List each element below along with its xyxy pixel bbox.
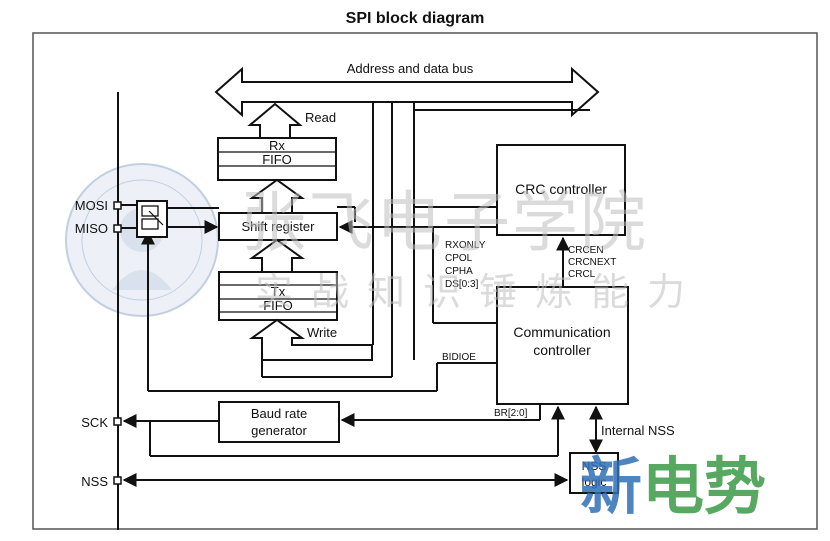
internal-nss-label: Internal NSS [601, 423, 675, 438]
address-data-bus-arrow [214, 66, 600, 118]
read-label: Read [305, 110, 336, 125]
watermark-brand: 新电势 [580, 450, 766, 523]
nss-logic-label-line1: NSS [582, 459, 607, 473]
bus-label: Address and data bus [347, 61, 474, 76]
tx-fifo-label-line2: FIFO [263, 298, 293, 313]
diagram-frame [32, 32, 818, 530]
tx-to-shift-arrow [248, 238, 306, 273]
nss-logic-label-line2: logic [582, 475, 607, 489]
communication-controller-block: Communication controller [496, 286, 629, 405]
read-arrow [247, 102, 303, 139]
watermark-seal [65, 163, 219, 317]
ds-label: DS[0:3] [445, 279, 479, 290]
write-label: Write [307, 325, 337, 340]
shift-to-rx-arrow [248, 178, 306, 214]
nss-pin[interactable] [113, 476, 122, 485]
crc-controller-label: CRC controller [515, 181, 607, 197]
tx-fifo-label-line1: Tx [271, 284, 286, 299]
mosi-pin[interactable] [113, 201, 122, 210]
br-label: BR[2:0] [494, 408, 528, 419]
rx-fifo-label-line1: Rx [269, 138, 285, 153]
miso-label: MISO [75, 221, 108, 236]
rx-fifo-block: Rx FIFO [217, 137, 337, 181]
watermark-brand-char: 新 [580, 450, 642, 523]
watermark-slogan: 实战知识锤炼能力 [255, 270, 703, 314]
shift-register-block: Shift register [218, 212, 338, 241]
miso-pin[interactable] [113, 224, 122, 233]
baud-rate-generator-block: Baud rate generator [218, 401, 340, 443]
watermark-brand-char: 电 [642, 450, 704, 523]
comm-controller-label-line1: Communication [513, 324, 610, 340]
watermark-brand-char: 势 [704, 450, 766, 523]
crcl-label: CRCL [568, 269, 596, 280]
comm-controller-label-line2: controller [533, 342, 591, 358]
baud-label-line2: generator [251, 423, 307, 438]
sck-label: SCK [81, 415, 108, 430]
crc-controller-block: CRC controller [496, 144, 626, 236]
shift-register-label: Shift register [242, 219, 316, 234]
watermark-school-name: 张飞电子学院 [240, 184, 648, 261]
cpha-label: CPHA [445, 266, 473, 277]
diagram-title: SPI block diagram [346, 10, 485, 27]
bidioe-label: BIDIOE [442, 352, 476, 363]
mosi-label: MOSI [75, 198, 108, 213]
rxonly-label: RXONLY [445, 240, 486, 251]
nss-logic-block: NSS logic [569, 452, 619, 494]
baud-label-line1: Baud rate [251, 406, 307, 421]
rx-fifo-label-line2: FIFO [262, 152, 292, 167]
write-arrow [248, 318, 373, 361]
cpol-label: CPOL [445, 253, 473, 264]
crcnext-label: CRCNEXT [568, 257, 616, 268]
nss-label: NSS [81, 474, 108, 489]
crcen-label: CRCEN [568, 245, 604, 256]
sck-pin[interactable] [113, 417, 122, 426]
io-switch-block [136, 200, 168, 238]
